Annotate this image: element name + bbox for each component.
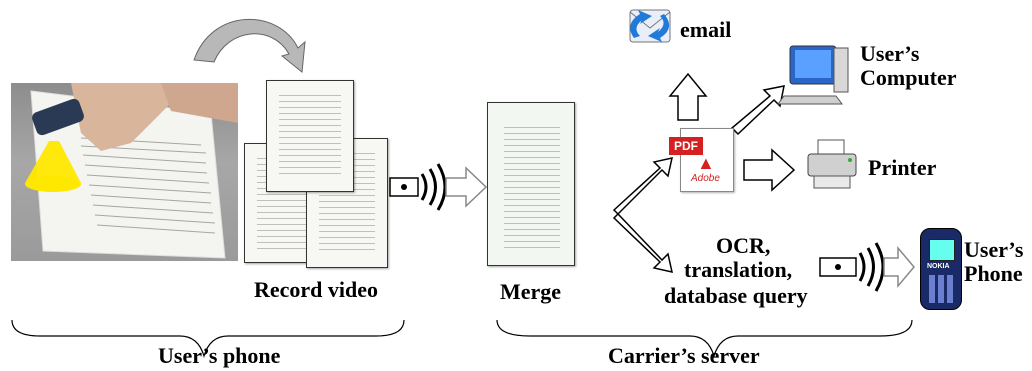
arm-shape <box>161 83 238 123</box>
capture-beam <box>25 141 81 183</box>
arrow-to-pdf <box>612 157 673 216</box>
record-video-label: Record video <box>254 277 379 302</box>
pdf-badge: PDF <box>669 137 703 155</box>
merge-label: Merge <box>500 279 562 304</box>
pdf-document-icon: PDF ▲ Adobe <box>669 128 734 192</box>
transmit-arrow-2 <box>819 242 915 292</box>
hand-shape <box>71 83 171 151</box>
phone-keypad <box>929 275 953 303</box>
ocr-label-line1: OCR, <box>716 233 771 258</box>
carriers-server-label: Carrier’s server <box>608 343 760 368</box>
arrow-to-ocr <box>612 212 673 273</box>
carriers-server-brace <box>496 319 913 359</box>
video-frame-front <box>266 80 354 192</box>
capture-spot <box>25 176 81 192</box>
held-phone <box>32 98 84 136</box>
capture-photo <box>11 83 238 261</box>
photographed-text-lines <box>80 137 216 234</box>
nokia-phone-icon: NOKIA <box>920 228 962 310</box>
curved-arrow-icon <box>193 18 306 73</box>
arrow-to-email <box>668 72 708 121</box>
merged-document <box>487 102 575 266</box>
ocr-label-line2: translation, <box>684 257 793 282</box>
computer-label-line2: Computer <box>860 65 957 90</box>
computer-label-line1: User’s <box>860 41 920 66</box>
adobe-text: Adobe <box>691 173 720 184</box>
adobe-logo: ▲ <box>697 153 715 173</box>
transmit-arrow-1 <box>389 163 488 211</box>
users-phone-label: User’s phone <box>158 343 281 368</box>
arrow-to-printer <box>743 148 796 192</box>
email-label: email <box>680 17 732 42</box>
printer-label: Printer <box>868 155 937 180</box>
users-phone-brace <box>11 319 405 359</box>
user-phone-label-line2: Phone <box>964 261 1023 286</box>
phone-brand: NOKIA <box>927 263 950 270</box>
phone-screen <box>929 239 955 261</box>
user-phone-label-line1: User’s <box>964 237 1024 262</box>
ocr-label-line3: database query <box>664 283 808 308</box>
capture-photo-drawing <box>25 83 238 259</box>
arrow-to-computer <box>730 85 785 136</box>
